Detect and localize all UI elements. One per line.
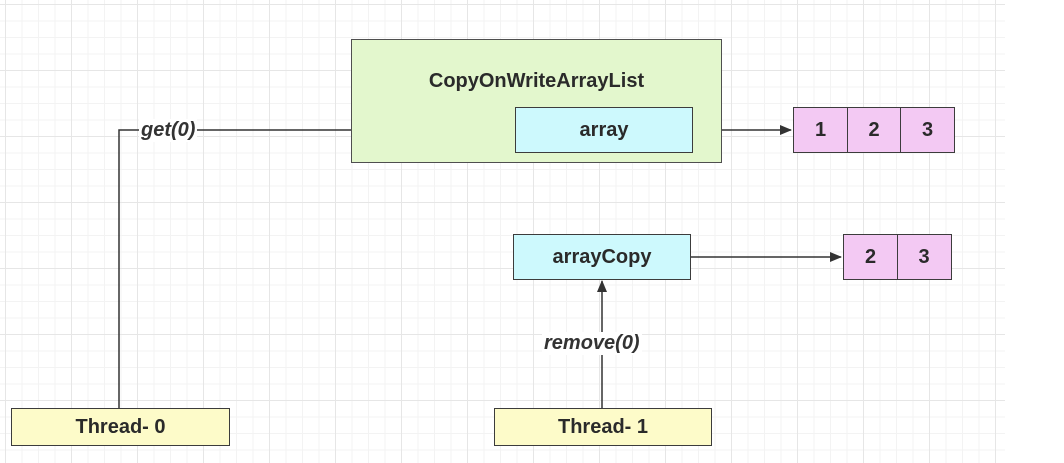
- copied-array-cell: 2: [843, 234, 898, 280]
- array-node: array: [515, 107, 693, 153]
- get-label: get(0): [139, 119, 198, 142]
- original-array-cell: 2: [846, 107, 902, 153]
- cell-value: 2: [864, 245, 877, 268]
- thread-1-node: Thread- 1: [494, 408, 712, 446]
- remove-label: remove(0): [542, 332, 642, 355]
- array-copy-node: arrayCopy: [513, 234, 691, 280]
- copied-array-cell: 3: [896, 234, 952, 280]
- cell-value: 3: [918, 245, 930, 268]
- cell-value: 2: [868, 118, 880, 141]
- cell-value: 3: [921, 118, 934, 141]
- container-title: CopyOnWriteArrayList: [428, 70, 645, 92]
- original-array-cell: 1: [793, 107, 848, 153]
- thread-0-node: Thread- 0: [11, 408, 230, 446]
- original-array-cell: 3: [900, 107, 955, 153]
- cell-value: 1: [814, 118, 827, 141]
